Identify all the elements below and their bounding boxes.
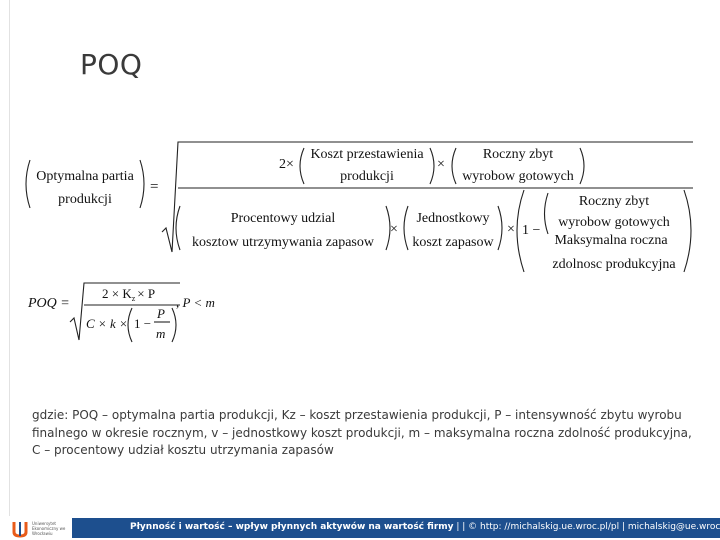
percent-line2: kosztow utrzymywania zapasow [192,235,375,250]
footer: Uniwersytet Ekonomiczny we Wrocławiu Pły… [0,516,720,540]
footer-rest-text: | | © http: //michalskig.ue.wroc.pl/pl |… [453,522,720,532]
one-minus: 1 − [522,223,541,238]
sales-left-paren [451,147,457,185]
footer-text: Płynność i wartość – wpływ płynnych akty… [130,522,720,532]
symbolic-m: m [156,326,165,341]
percent-right-paren [385,205,391,251]
percent-left-paren [175,205,181,251]
unit-line1: Jednostkowy [416,211,489,226]
unit-left-paren [403,205,409,251]
sales-line1: Roczny zbyt [483,147,553,162]
word-formula: Optymalna partia produkcji = 2× Koszt pr… [25,141,693,273]
sales-line2: wyrobow gotowych [462,169,574,184]
ratio-den-line1: Maksymalna roczna [554,233,668,248]
setup-line2: produkcji [340,169,394,184]
poq-formula: Optymalna partia produkcji = 2× Koszt pr… [25,141,693,343]
ue-logo-icon [12,522,28,538]
symbolic-right-paren [171,307,177,343]
symbolic-radical [69,282,180,341]
times-2: × [390,222,398,237]
equals-sign: = [150,179,158,195]
sales-right-paren [579,147,585,185]
unit-right-paren [497,205,503,251]
ratio-num-line1: Roczny zbyt [579,194,649,209]
lhs-line1: Optymalna partia [36,169,134,184]
lhs-right-paren [139,159,145,209]
poq-lhs: POQ = [27,296,70,311]
ratio-inner-left-paren [543,192,549,235]
setup-left-paren [299,147,305,185]
two-times: 2× [279,157,294,172]
formula-description: gdzie: POQ – optymalna partia produkcji,… [32,408,692,457]
lhs-left-paren [25,159,31,209]
ratio-right-paren [683,189,692,273]
times-1: × [437,157,445,172]
slide-title: POQ [80,48,143,81]
footer-bar: Płynność i wartość – wpływ płynnych akty… [72,518,720,538]
footer-bold-text: Płynność i wartość – wpływ płynnych akty… [130,522,454,532]
radical-sign [161,141,693,253]
slide-left-rule [9,0,10,520]
logo-text: Uniwersytet Ekonomiczny we Wrocławiu [32,521,66,536]
ratio-num-line2: wyrobow gotowych [558,215,670,230]
symbolic-formula: POQ = 2 × Kz× P C × k × 1 − P m , P < m [27,282,215,343]
percent-line1: Procentowy udzial [231,211,336,226]
symbolic-p: P [156,306,165,321]
times-3: × [507,222,515,237]
symbolic-numerator: 2 × Kz× P [102,286,155,303]
ratio-den-line2: zdolnosc produkcyjna [552,257,676,272]
unit-line2: koszt zapasow [412,235,494,250]
university-logo: Uniwersytet Ekonomiczny we Wrocławiu [10,518,68,540]
symbolic-condition: , P < m [176,295,215,310]
symbolic-left-paren [127,307,133,343]
setup-line1: Koszt przestawienia [310,147,424,162]
symbolic-one-minus: 1 − [134,316,151,331]
setup-right-paren [429,147,435,185]
symbolic-denominator: C × k × [86,316,128,331]
lhs-line2: produkcji [58,192,112,207]
ratio-left-paren [516,189,525,273]
